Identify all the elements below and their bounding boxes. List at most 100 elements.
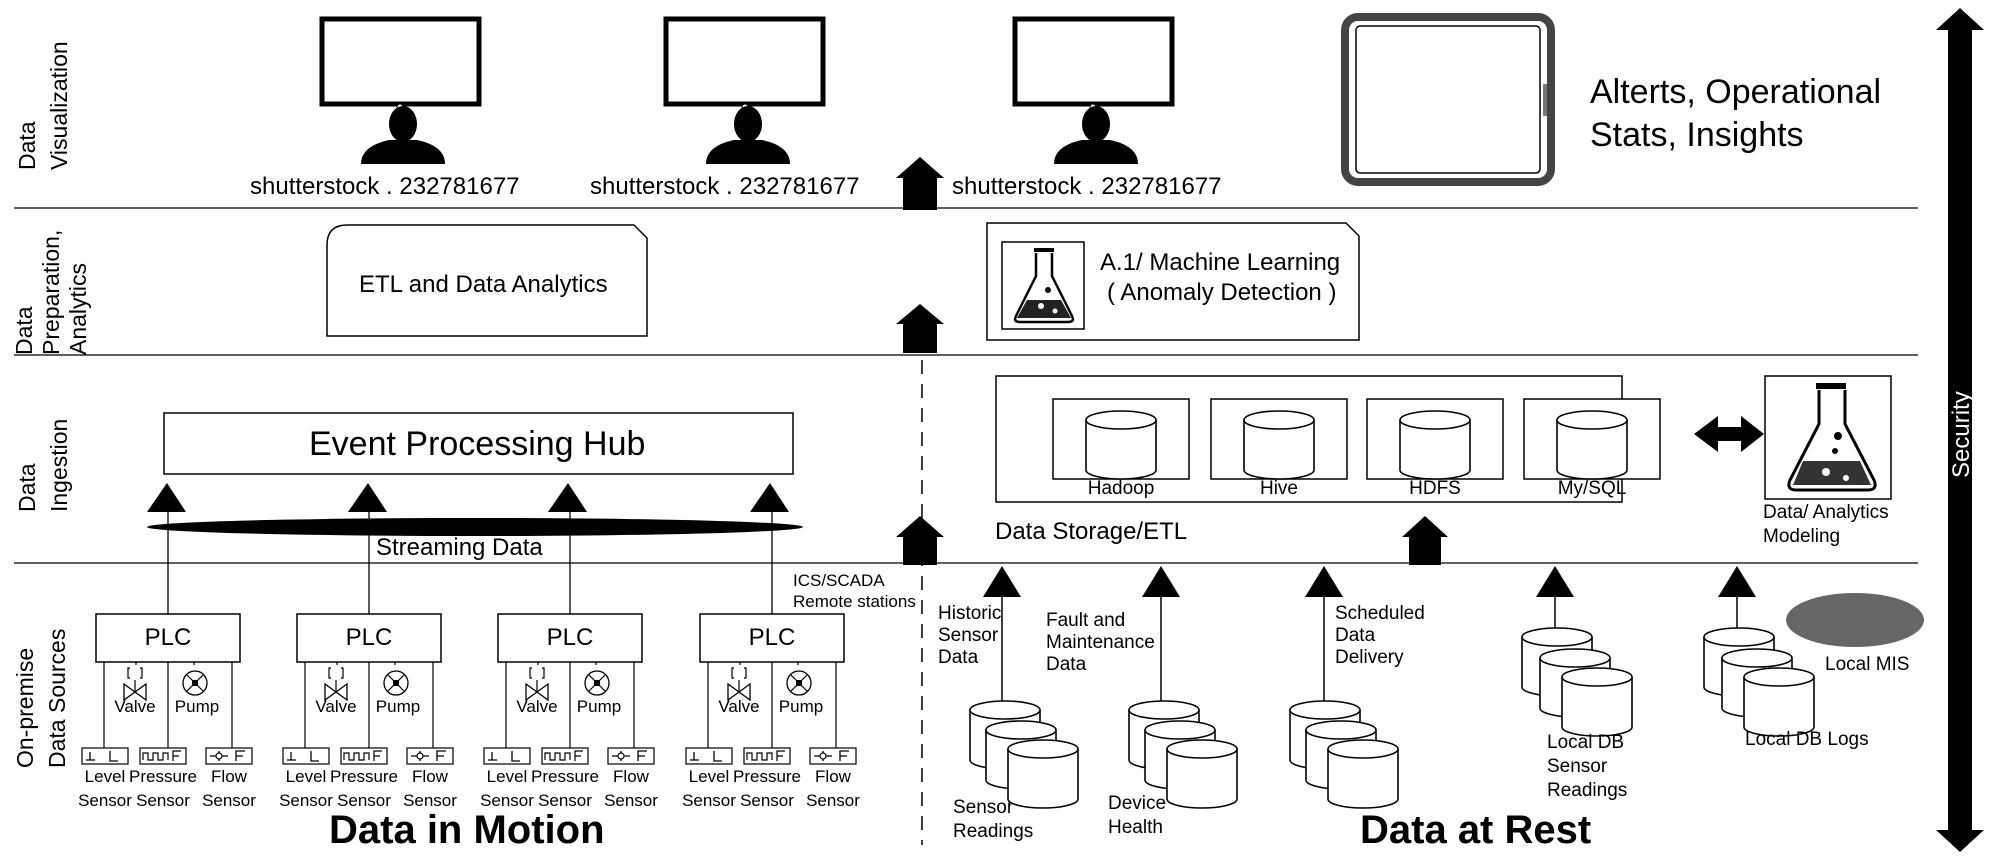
plc-label: PLC — [749, 624, 796, 651]
pressure-sensor-label: Sensor — [740, 791, 794, 810]
local-db-sensor-stack — [1521, 627, 1633, 737]
event-hub-label: Event Processing Hub — [309, 425, 645, 463]
storage-db-label-mysql: My/SQL — [1558, 478, 1627, 499]
local-mis-icon — [1786, 593, 1924, 647]
plc-box — [95, 613, 241, 663]
local-db-logs-label: Local DB Logs — [1745, 729, 1869, 750]
flow-sensor-icon — [809, 747, 857, 765]
level-sensor-label: Sensor — [279, 791, 333, 810]
center-up-arrows — [896, 157, 1448, 565]
row-separators — [14, 207, 1918, 564]
scheduled-db-stack — [1289, 700, 1399, 809]
pump-icon — [584, 670, 610, 696]
storage-db-hive — [1210, 398, 1348, 480]
pressure-sensor-icon — [340, 747, 388, 765]
level-sensor-icon — [282, 747, 330, 765]
pressure-sensor-label: Pressure — [733, 767, 801, 786]
flow-sensor-icon — [607, 747, 655, 765]
ml-label: A.1/ Machine Learning( Anomaly Detection… — [1100, 249, 1340, 306]
pump-label: Pump — [175, 697, 219, 716]
flow-sensor-label: Flow — [815, 767, 852, 786]
security-label: Security — [1948, 391, 1975, 478]
storage-db-label-hadoop: Hadoop — [1088, 478, 1155, 499]
pressure-sensor-label: Sensor — [538, 791, 592, 810]
streaming-data-label: Streaming Data — [376, 534, 543, 561]
modeling-flask-icon — [1764, 375, 1892, 500]
plc-box — [296, 613, 442, 663]
monitor-2 — [663, 16, 826, 164]
storage-label: Data Storage/ETL — [995, 518, 1187, 545]
valve-icon — [525, 667, 549, 702]
hub-up-arrows — [147, 483, 789, 512]
plc-label: PLC — [145, 624, 192, 651]
pressure-sensor-icon — [743, 747, 791, 765]
pressure-sensor-label: Pressure — [330, 767, 398, 786]
pressure-sensor-label: Sensor — [337, 791, 391, 810]
valve-label: Valve — [315, 697, 356, 716]
storage-db-mysql — [1523, 398, 1661, 480]
local-db-logs-stack — [1703, 627, 1815, 737]
etl-label: ETL and Data Analytics — [359, 271, 608, 298]
monitor-3 — [1012, 16, 1175, 164]
flow-sensor-label: Sensor — [403, 791, 457, 810]
flow-sensor-icon — [406, 747, 454, 765]
pump-icon — [786, 670, 812, 696]
local-mis-label: Local MIS — [1825, 654, 1909, 675]
pressure-sensor-label: Pressure — [531, 767, 599, 786]
row-label-preparation: DataPreparation,Analytics — [11, 230, 91, 355]
rest-up-arrows — [983, 566, 1756, 705]
valve-label: Valve — [718, 697, 759, 716]
level-sensor-label: Level — [487, 767, 528, 786]
flow-sensor-label: Sensor — [604, 791, 658, 810]
level-sensor-icon — [81, 747, 129, 765]
valve-icon — [727, 667, 751, 702]
level-sensor-label: Sensor — [78, 791, 132, 810]
storage-db-hdfs — [1366, 398, 1504, 480]
flow-sensor-label: Sensor — [806, 791, 860, 810]
bidirectional-arrow — [1694, 416, 1764, 452]
ml-flask-icon — [1001, 241, 1085, 330]
valve-label: Valve — [114, 697, 155, 716]
plc-label: PLC — [547, 624, 594, 651]
tablet — [1341, 13, 1555, 186]
monitor-1 — [319, 16, 482, 164]
event-hub-box — [163, 412, 794, 475]
plc-box — [699, 613, 845, 663]
monitor-caption-1: shutterstock . 232781677 — [250, 173, 520, 200]
level-sensor-label: Level — [85, 767, 126, 786]
valve-label: Valve — [516, 697, 557, 716]
storage-db-label-hive: Hive — [1260, 478, 1298, 499]
monitor-caption-3: shutterstock . 232781677 — [952, 173, 1222, 200]
flow-sensor-label: Sensor — [202, 791, 256, 810]
storage-db-label-hdfs: HDFS — [1409, 478, 1461, 499]
pressure-sensor-label: Pressure — [129, 767, 197, 786]
level-sensor-icon — [685, 747, 733, 765]
plc-box — [497, 613, 643, 663]
security-arrow — [1936, 8, 1984, 852]
monitor-caption-2: shutterstock . 232781677 — [590, 173, 860, 200]
valve-icon — [123, 667, 147, 702]
pump-label: Pump — [779, 697, 823, 716]
level-sensor-label: Level — [286, 767, 327, 786]
data-in-motion-title: Data in Motion — [329, 808, 605, 852]
sensor-readings-db-stack — [969, 700, 1079, 809]
pump-label: Pump — [577, 697, 621, 716]
level-sensor-label: Sensor — [480, 791, 534, 810]
flow-sensor-icon — [205, 747, 253, 765]
flow-sensor-label: Flow — [613, 767, 650, 786]
pressure-sensor-icon — [541, 747, 589, 765]
etl-box — [326, 224, 648, 337]
device-health-db-stack — [1128, 700, 1238, 809]
